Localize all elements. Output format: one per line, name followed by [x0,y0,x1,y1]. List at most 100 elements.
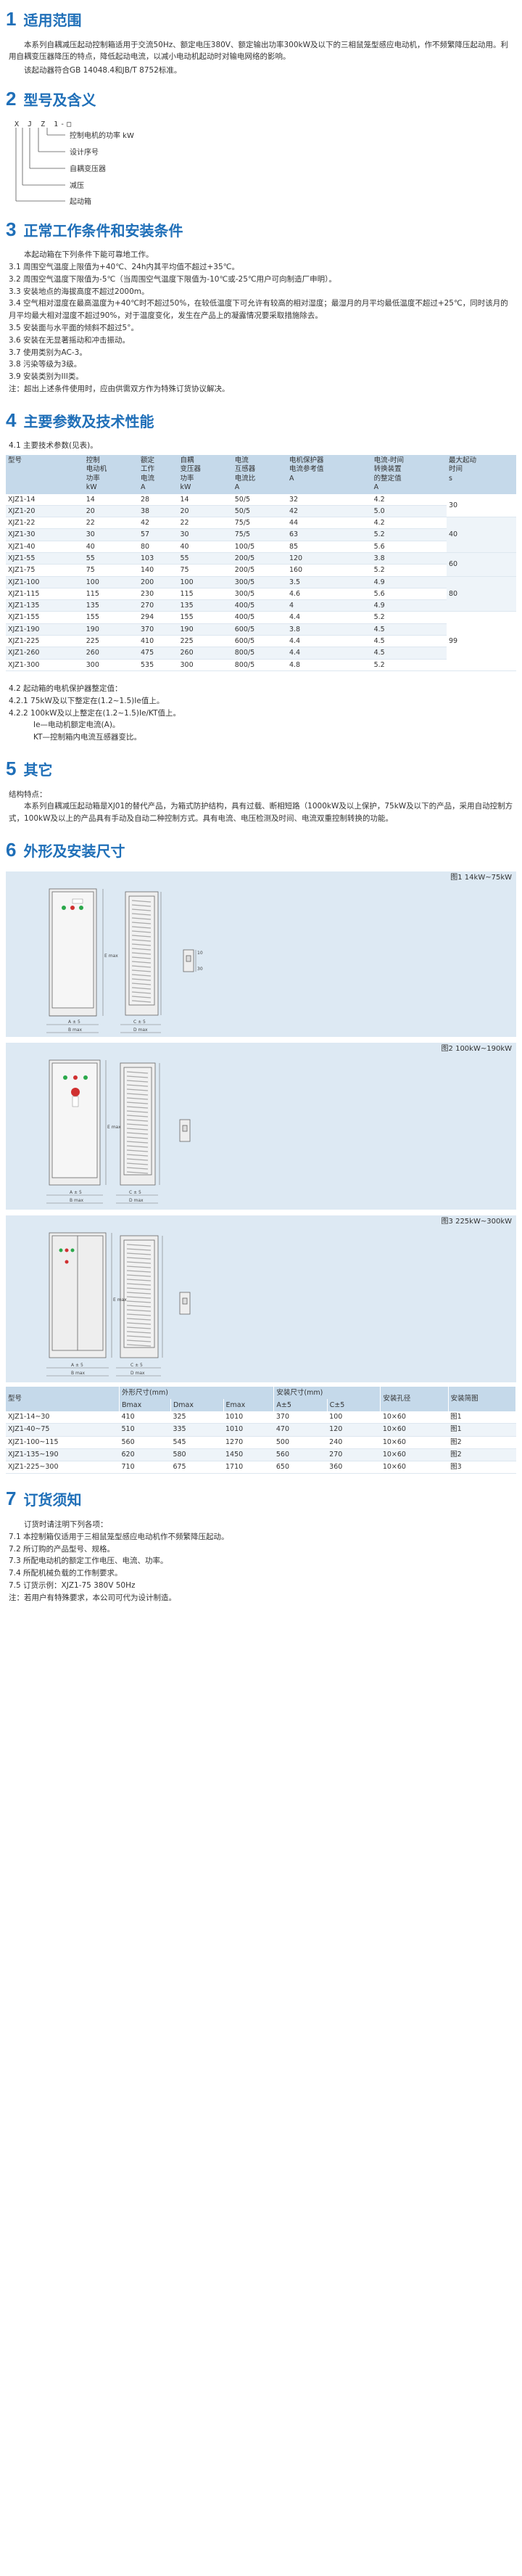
vent-slat [131,969,152,972]
table-cell: 155 [83,611,138,624]
col-header-line: 转换装置 [373,465,402,474]
start-time-cell: 80 [447,576,516,612]
figure-2: 图2 100kW~190kW [6,1042,516,1210]
vent-slat [131,964,152,968]
col-header-line: 型号 [8,456,22,465]
col-header-line: 自耦 [180,456,194,465]
vent-slat [131,912,152,916]
table-cell: 63 [286,528,372,541]
red-light-icon [65,1260,69,1264]
table-cell: 57 [138,528,178,541]
section-heading: 5 其它 [6,754,516,784]
table-cell: 140 [138,564,178,577]
table-cell: 3.8 [371,552,447,565]
table-cell: XJZ1-190 [6,623,84,636]
start-time-cell: 60 [447,552,516,577]
table-header-row: 型号 外形尺寸(mm) 安装尺寸(mm) 安装孔径 安装简图 [6,1386,517,1412]
figure-1-drawing: A ± 5 B max C ± 5 D max E max 10 30 [46,888,203,1033]
table-cell: 475 [138,647,178,660]
section-title: 订货须知 [23,1491,82,1509]
vent-slat [126,1153,149,1157]
figure-1: 图1 14kW~75kW [6,871,516,1037]
table-cell: 470 [273,1423,328,1437]
green-light-icon [83,1075,88,1080]
table-cell: 30 [83,528,138,541]
vent-slat [126,1101,149,1104]
parameters-note: 4.2.1 75kW及以下整定在(1.2~1.5)Ie值上。 [9,696,165,705]
vent-slat [131,899,152,903]
table-cell: 1010 [223,1411,274,1424]
figure-3: 图3 225kW~300kW [6,1215,516,1382]
vent-slat [126,1304,152,1308]
table-cell: 120 [327,1423,381,1437]
table-cell: 图3 [448,1461,516,1474]
dim-label: 30 [197,967,203,972]
conditions-item: 3.6 安装在无显著摇动和冲击振动。 [9,335,130,345]
table-cell: 800/5 [232,659,287,671]
ordering-item: 7.3 所配电动机的额定工作电压、电流、功率。 [9,1556,168,1566]
vent-slat [126,1092,149,1096]
table-cell: 4.4 [286,647,372,660]
vent-slat [131,960,152,964]
table-cell: 32 [286,493,372,506]
section-title: 型号及含义 [23,91,96,109]
conditions-item: 3.2 周围空气温度下限值为-5℃（当周围空气温度下限值为-10℃或-25℃用户… [9,274,336,284]
table-cell: 图2 [448,1436,516,1449]
vent-slat [131,973,152,977]
table-cell: 270 [138,599,178,612]
table-cell: 120 [286,552,372,565]
table-cell: 14 [178,493,233,506]
vent-slat [126,1295,152,1299]
table-cell: XJZ1-225~300 [6,1461,120,1474]
col-header-line: 工作 [140,465,154,474]
table-cell: 5.2 [371,564,447,577]
table-cell: 55 [178,552,233,565]
table-cell: 260 [83,647,138,660]
table-cell: 100 [83,576,138,588]
vent-slat [126,1260,152,1264]
structure-heading: 结构特点： [9,789,47,799]
figure-caption: 图3 225kW~300kW [441,1217,512,1226]
table-header-row: Bmax Dmax Emax A±5 C±5 [6,1398,516,1412]
table-cell: XJZ1-100~115 [6,1436,120,1449]
col-emax: Emax [223,1398,275,1412]
dim-label: E max [113,1297,127,1303]
table-cell: XJZ1-300 [6,659,84,671]
vent-slat [131,903,152,907]
structure-paragraph: 本系列自耦减压起动箱是XJ01的替代产品，为箱式防护结构，具有过载、断相短路（1… [9,802,513,824]
table-cell: 225 [83,635,138,648]
table-cell: XJZ1-30 [6,528,84,541]
vent-slat [131,934,152,938]
section-number: 2 [6,87,17,110]
table-cell: 135 [83,599,138,612]
table-cell: 335 [170,1423,224,1437]
col-header-line: 电流 [140,474,154,483]
table-cell: 500 [273,1436,328,1449]
table-cell: 75 [83,564,138,577]
vent-slat [126,1123,149,1126]
ordering-note: 注：若用户有特殊要求，本公司可代为设计制造。 [9,1593,176,1602]
table-cell: XJZ1-135~190 [6,1448,120,1462]
parameters-note: Ie—电动机额定电流(A)。 [33,721,120,730]
table-cell: 3.5 [286,576,372,588]
table-cell: 100 [178,576,233,588]
table-cell: 10×60 [380,1411,449,1424]
col-header: 型号 [6,455,84,494]
vent-slat [131,956,152,959]
ordering-list: 7.1 本控制箱仅适用于三相鼠笼型感应电动机作不频繁降压起动。7.2 所订购的产… [6,1531,516,1592]
table-cell: 115 [178,588,233,601]
vent-slat [131,916,152,920]
section-heading: 7 订货须知 [6,1484,516,1514]
red-light-icon [70,905,75,910]
vent-slat [126,1131,149,1135]
vent-slat [131,943,152,946]
table-cell: XJZ1-135 [6,599,84,612]
